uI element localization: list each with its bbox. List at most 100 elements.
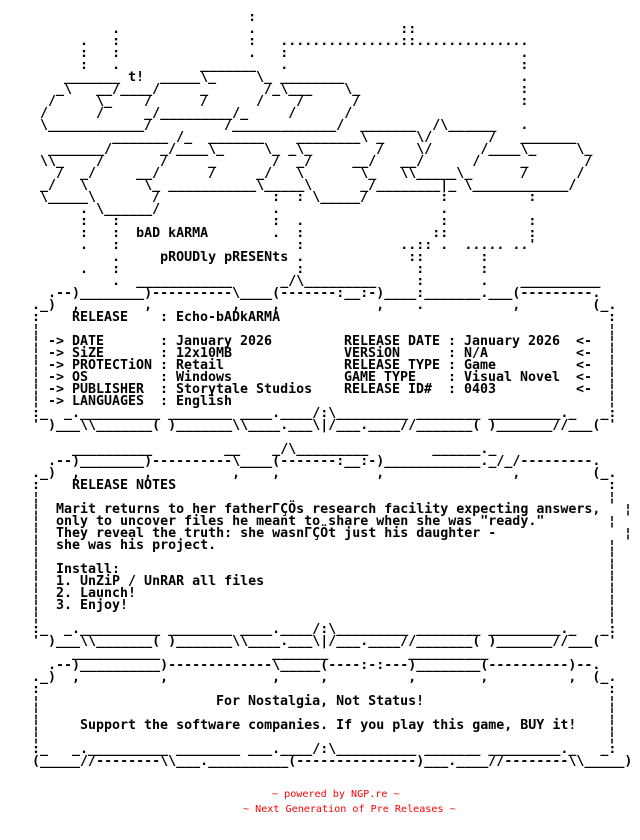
box-border-right: ¦ [608, 706, 617, 721]
separator: : [448, 382, 457, 397]
ascii-art-line: : : : . : : [0, 214, 537, 229]
arrow-right-icon: -> [48, 370, 65, 385]
ascii-art-line: : [0, 10, 257, 25]
separator: : [448, 334, 457, 349]
box-border-left: ¦ [32, 538, 41, 553]
field-label: SiZE [72, 346, 105, 361]
separator: : [448, 346, 457, 361]
box-border-right: ¦ [624, 502, 633, 517]
field-value: English [176, 394, 233, 409]
field-value: Storytale Studios [176, 382, 313, 397]
story-line: she was his project. [56, 538, 217, 553]
field-value: January 2026 [464, 334, 561, 349]
ascii-art-line: / \_ / / / / / : [0, 94, 529, 109]
box-border-right: ¦ [608, 370, 617, 385]
ascii-art-line: (_____//--------\\___.__________(-------… [0, 754, 633, 769]
box-border-left: ¦ [32, 322, 41, 337]
field-label: DATE [72, 334, 105, 349]
box-border-right: ¦ [608, 610, 617, 625]
ascii-art-line: \_____\ / : : \_____/ : : [0, 190, 537, 205]
box-border-right: ¦ [608, 718, 617, 733]
separator: : [448, 358, 457, 373]
ascii-art-line: . ____________ _/\_________ : . ________… [0, 274, 601, 289]
ascii-art-line: : : . : . [0, 46, 529, 61]
separator: : [160, 334, 169, 349]
ascii-art-line: ._) , , , , , . , (_. [0, 298, 617, 313]
field-value: N/A [464, 346, 489, 361]
separator: : [448, 370, 457, 385]
release-name: Echo-bADkARMA [176, 310, 281, 325]
field-label: RELEASE TYPE [344, 358, 441, 373]
box-border-right: ¦ [608, 322, 617, 337]
box-border-left: ¦ [32, 718, 41, 733]
box-border-right: ¦ [608, 598, 617, 613]
box-border-left: ¦ [32, 706, 41, 721]
footer-support-message: Support the software companies. If you p… [80, 718, 577, 733]
separator: : [160, 310, 169, 325]
arrow-right-icon: -> [48, 358, 65, 373]
ascii-art-line: / _/ __/ / _/ \ \_ \\_____\_ / / [0, 166, 585, 181]
separator: : [160, 358, 169, 373]
box-border-left: ¦ [32, 514, 41, 529]
box-border-left: : [32, 478, 41, 493]
box-border-right: ¦ [608, 358, 617, 373]
arrow-left-icon: <- [576, 370, 593, 385]
box-border-left: ¦ [32, 394, 41, 409]
box-border-right: ¦ [608, 334, 617, 349]
box-border-right: ¦ [608, 574, 617, 589]
separator: : [160, 370, 169, 385]
box-border-right: : [608, 682, 617, 697]
field-value: Windows [176, 370, 233, 385]
field-label: GAME TYPE [344, 370, 417, 385]
box-border-left: ¦ [32, 370, 41, 385]
separator: : [160, 382, 169, 397]
ascii-art-line: . . :: [0, 22, 417, 37]
box-border-left: ¦ [32, 586, 41, 601]
arrow-left-icon: <- [576, 346, 593, 361]
nfo-document: : . . :: . : : ...............::........… [0, 10, 633, 769]
field-value: Visual Novel [464, 370, 561, 385]
box-border-left: ¦ [32, 502, 41, 517]
story-line: They reveal the truth: she wasnΓÇÖt just… [56, 526, 497, 541]
box-border-left: ¦ [32, 550, 41, 565]
footer-slogan: For Nostalgia, Not Status! [216, 694, 425, 709]
arrow-left-icon: <- [576, 358, 593, 373]
release-label: RELEASE [72, 310, 129, 325]
notes-title: RELEASE NOTES [72, 478, 177, 493]
box-border-left: ¦ [32, 574, 41, 589]
field-value: Game [464, 358, 497, 373]
box-border-left: ¦ [32, 382, 41, 397]
ascii-art-line: _______ t! _____\_ \_ ________ . [0, 70, 529, 85]
ascii-art-line: \\_ / / _ / _/ __/ __/ / _ / [0, 154, 593, 169]
powered-by-credit: ~ powered by NGP.re ~ [272, 789, 400, 800]
story-line: Marit returns to her fatherΓÇÖs research… [56, 502, 601, 517]
field-value: January 2026 [176, 334, 273, 349]
box-border-right: : [608, 478, 617, 493]
field-value: Retail [176, 358, 225, 373]
ascii-art-line: .--)__________)-------------\_____(----:… [0, 658, 601, 673]
install-step: 2. Launch! [56, 586, 137, 601]
box-border-right: ¦ [608, 394, 617, 409]
box-border-right: ¦ [608, 694, 617, 709]
box-border-left: ¦ [32, 526, 41, 541]
box-border-left: ¦ [32, 730, 41, 745]
arrow-left-icon: <- [576, 382, 593, 397]
ascii-art-line: . \______/ . . [0, 202, 449, 217]
box-border-right: : [608, 310, 617, 325]
ascii-art-line: : . _______ . : [0, 58, 529, 73]
box-border-left: ¦ [32, 346, 41, 361]
box-border-left: ¦ [32, 562, 41, 577]
ascii-art-line: . : : : : [0, 262, 489, 277]
separator: : [160, 394, 169, 409]
ascii-art-line: . : : ..:: . ..... ..' [0, 238, 537, 253]
install-step: 3. Enjoy! [56, 598, 129, 613]
ascii-art-line: _/ \ \_ ___________\_____\ _/________|_ … [0, 178, 577, 193]
field-label: OS [72, 370, 89, 385]
box-border-left: ¦ [32, 598, 41, 613]
arrow-right-icon: -> [48, 346, 65, 361]
box-border-left: ¦ [32, 358, 41, 373]
box-border-left: ¦ [32, 694, 41, 709]
box-border-left: : [32, 682, 41, 697]
install-title: Install: [56, 562, 121, 577]
field-label: PROTECTiON [72, 358, 153, 373]
